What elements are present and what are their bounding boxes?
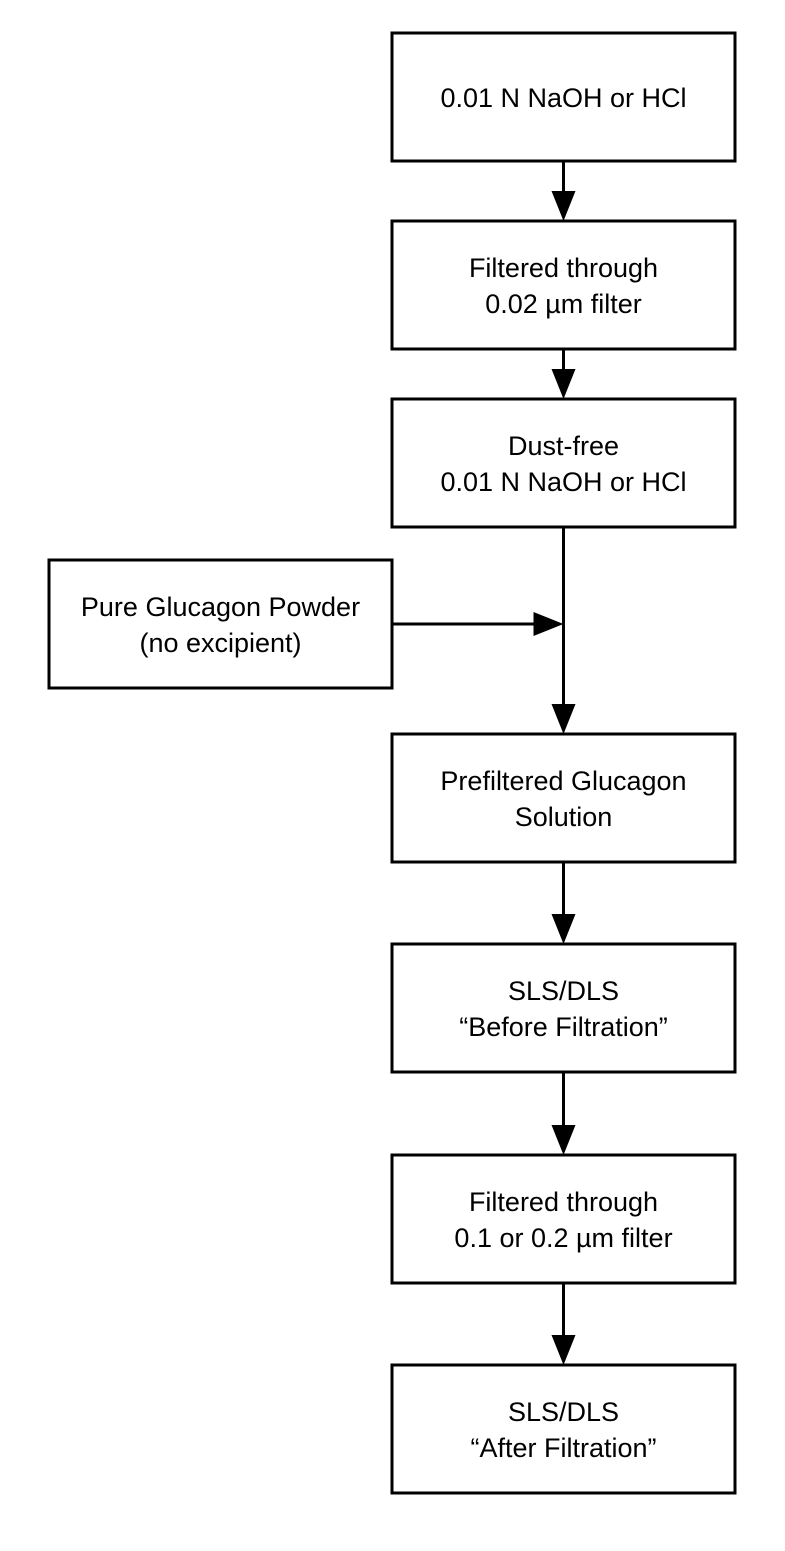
node-label-line: Prefiltered Glucagon [440, 766, 686, 796]
node-box [390, 219, 737, 351]
node-filtered-01-02: Filtered through 0.1 or 0.2 µm filter [390, 1153, 737, 1285]
node-label-line: Pure Glucagon Powder [81, 592, 360, 622]
node-label-line: “After Filtration” [470, 1433, 656, 1463]
node-label-line: 0.02 µm filter [485, 289, 642, 319]
node-naoh-hcl: 0.01 N NaOH or HCl [390, 31, 737, 163]
node-label-line: Solution [515, 802, 613, 832]
node-label-line: (no excipient) [139, 628, 301, 658]
node-box [390, 1153, 737, 1285]
node-dust-free: Dust-free 0.01 N NaOH or HCl [390, 397, 737, 529]
node-sls-dls-after: SLS/DLS “After Filtration” [390, 1363, 737, 1495]
node-box [390, 1363, 737, 1495]
node-box [390, 732, 737, 864]
edge-filtered-01-02-to-sls-dls-after-arrowhead [551, 1335, 576, 1365]
edge-sls-dls-before-to-filtered-01-02-arrowhead [551, 1125, 576, 1155]
node-box [390, 397, 737, 529]
node-label-line: SLS/DLS [508, 1397, 619, 1427]
node-label-line: Dust-free [508, 431, 619, 461]
node-glucagon-powder: Pure Glucagon Powder (no excipient) [47, 558, 394, 690]
edge-dust-free-to-prefiltered-solution-arrowhead [551, 704, 576, 734]
edge-filtered-002-to-dust-free-arrowhead [551, 369, 576, 399]
node-label-line: 0.01 N NaOH or HCl [440, 467, 686, 497]
node-sls-dls-before: SLS/DLS “Before Filtration” [390, 942, 737, 1074]
node-label-line: 0.01 N NaOH or HCl [440, 83, 686, 113]
node-box [47, 558, 394, 690]
node-box [390, 942, 737, 1074]
node-label-line: “Before Filtration” [459, 1012, 668, 1042]
flowchart-edges [392, 161, 576, 1365]
node-label-line: 0.1 or 0.2 µm filter [454, 1223, 672, 1253]
node-label-line: Filtered through [469, 253, 658, 283]
edge-prefiltered-solution-to-sls-dls-before-arrowhead [551, 914, 576, 944]
node-label-line: SLS/DLS [508, 976, 619, 1006]
edge-naoh-hcl-to-filtered-002-arrowhead [551, 191, 576, 221]
node-label-line: Filtered through [469, 1187, 658, 1217]
node-filtered-002: Filtered through 0.02 µm filter [390, 219, 737, 351]
node-box [390, 31, 737, 163]
edge-glucagon-powder-to-prefiltered-solution-arrowhead [533, 612, 564, 636]
